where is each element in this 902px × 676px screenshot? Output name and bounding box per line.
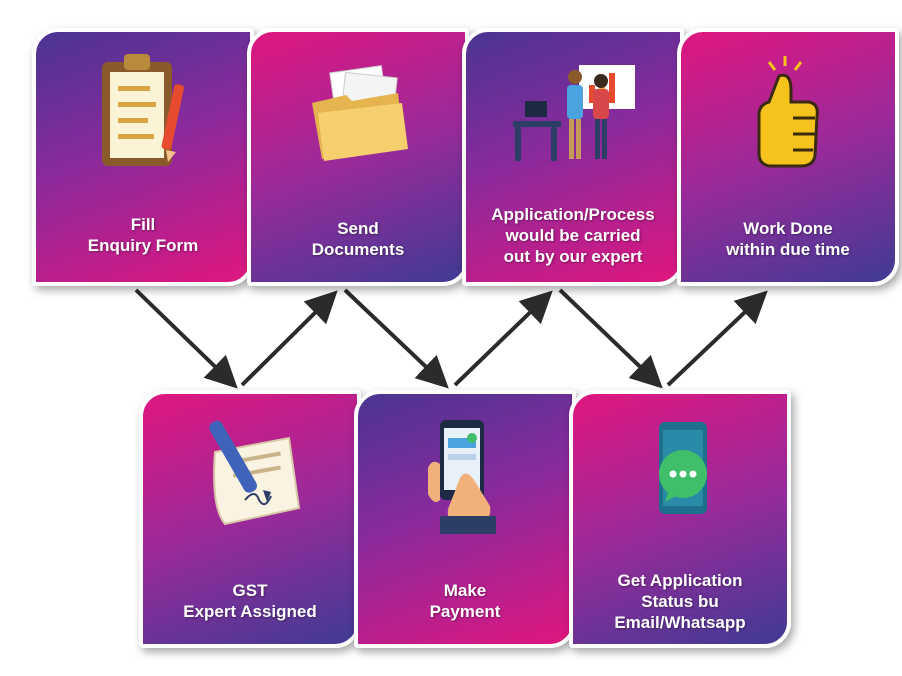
thumbs-up-icon (681, 46, 895, 176)
step-label-application-process: Application/Process would be carried out… (491, 205, 655, 266)
mobile-payment-icon (358, 408, 572, 538)
arrow-status-to-done (666, 290, 768, 387)
signing-pen-icon (143, 408, 357, 538)
step-label-application-status: Get Application Status bu Email/Whatsapp (614, 571, 746, 632)
arrow-pay-to-process (453, 290, 553, 387)
step-card-work-done: Work Done within due time (677, 28, 899, 286)
consultants-icon (466, 46, 680, 176)
step-card-fill-enquiry: Fill Enquiry Form (32, 28, 254, 286)
arrow-send-to-pay (343, 288, 449, 389)
step-card-application-process: Application/Process would be carried out… (462, 28, 684, 286)
step-label-make-payment: Make Payment (429, 581, 501, 621)
step-card-make-payment: Make Payment (354, 390, 576, 648)
chat-phone-icon (573, 408, 787, 538)
arrow-gst-to-send (240, 290, 338, 387)
step-label-fill-enquiry: Fill Enquiry Form (87, 215, 199, 255)
step-label-work-done: Work Done within due time (726, 219, 850, 259)
step-label-gst-expert: GST Expert Assigned (183, 581, 317, 621)
arrow-fill-to-gst (134, 288, 238, 389)
step-card-gst-expert: GST Expert Assigned (139, 390, 361, 648)
step-card-application-status: Get Application Status bu Email/Whatsapp (569, 390, 791, 648)
folder-icon (251, 46, 465, 176)
clipboard-icon (36, 46, 250, 176)
step-card-send-documents: Send Documents (247, 28, 469, 286)
arrow-process-to-status (558, 288, 663, 389)
step-label-send-documents: Send Documents (311, 219, 405, 259)
